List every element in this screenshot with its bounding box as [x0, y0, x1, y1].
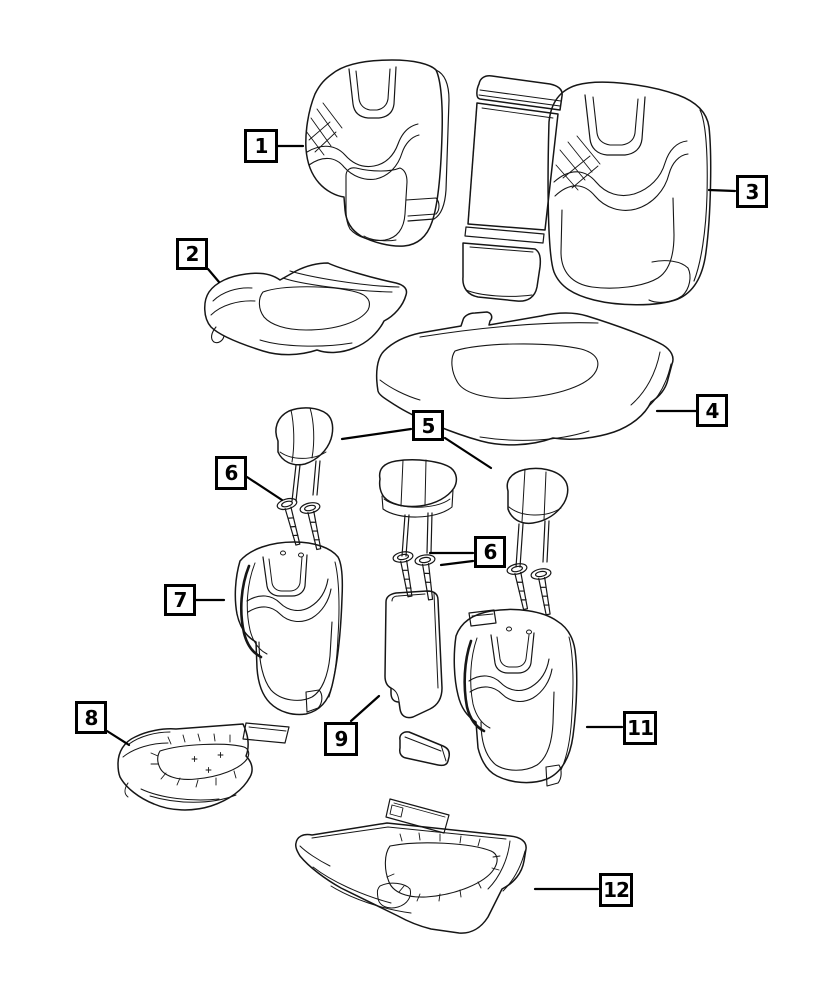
headrest-left-illustration [275, 407, 334, 502]
seat-back-right-illustration [399, 608, 578, 787]
headrest-guide-pins [276, 497, 552, 616]
seat-back-small-illustration [305, 59, 450, 247]
callout-12[interactable]: 12 [599, 873, 633, 907]
headrest-right-illustration [506, 467, 569, 568]
callout-5[interactable]: 5 [412, 410, 444, 441]
callout-6a[interactable]: 6 [215, 456, 247, 490]
seat-cushion-left-illustration [117, 722, 290, 811]
seat-cushion-large-illustration [375, 311, 674, 446]
headrest-center-illustration [378, 459, 458, 557]
callout-6b[interactable]: 6 [474, 536, 506, 568]
seat-cushion-right-illustration [295, 798, 527, 934]
seat-cushion-small-illustration [204, 262, 408, 356]
callout-11[interactable]: 11 [623, 711, 657, 745]
callout-2[interactable]: 2 [176, 238, 208, 270]
callout-leader-lines [105, 144, 737, 891]
callout-8[interactable]: 8 [75, 701, 107, 734]
callout-4[interactable]: 4 [696, 394, 728, 427]
callout-9[interactable]: 9 [324, 722, 358, 756]
callout-3[interactable]: 3 [736, 175, 768, 208]
callout-7[interactable]: 7 [164, 584, 196, 616]
seat-back-left-illustration [234, 541, 344, 716]
armrest-pad-illustration [384, 590, 443, 719]
seat-back-large-illustration [462, 75, 712, 306]
callout-1[interactable]: 1 [244, 129, 278, 163]
